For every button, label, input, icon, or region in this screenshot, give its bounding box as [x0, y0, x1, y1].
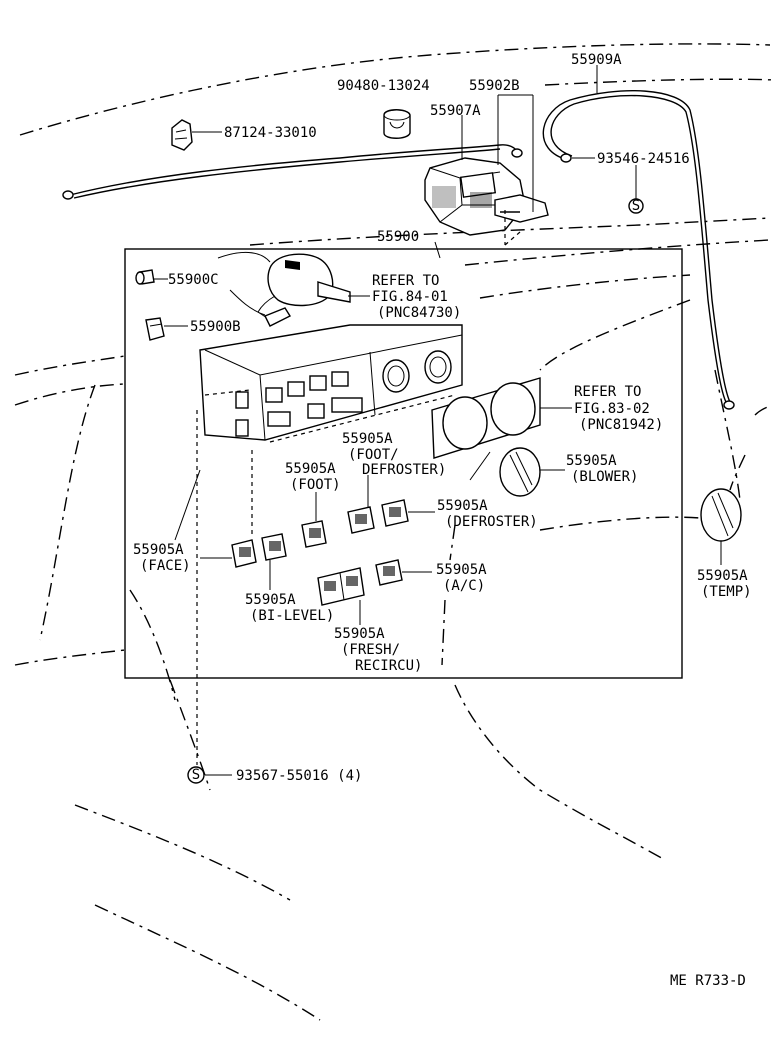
part-label-90480: 90480-13024 — [337, 78, 430, 94]
switch-name-label: (FACE) — [140, 558, 191, 574]
screw-icon — [187, 766, 205, 784]
refer-fig-label: FIG.84-01 — [372, 289, 448, 305]
control-panel-icon — [199, 324, 463, 441]
switch-name-label: (FRESH/ — [341, 642, 400, 658]
clip-icon — [171, 119, 193, 151]
part-label-55900C: 55900C — [168, 272, 219, 288]
switch-name-label: (A/C) — [443, 578, 485, 594]
switch-number-label: 55905A — [437, 498, 488, 514]
refer-to-label: REFER TO — [574, 384, 641, 400]
switch-number-label: 55905A — [342, 431, 393, 447]
switch-name-label: (TEMP) — [701, 584, 752, 600]
switch-defroster-icon — [381, 499, 409, 527]
temp-knob-icon — [700, 488, 742, 542]
switch-number-label: 55905A — [334, 626, 385, 642]
screw-marker-label: S — [632, 198, 640, 214]
temp-cable-icon — [542, 89, 735, 410]
switch-number-label: 55905A — [566, 453, 617, 469]
blower-unit-icon — [257, 253, 351, 327]
refer-fig-label: FIG.83-02 — [574, 401, 650, 417]
servo-motor-icon — [424, 157, 549, 236]
switch-foot-defroster-icon — [347, 506, 375, 534]
switch-name-label: (FOOT/ — [348, 447, 399, 463]
blower-knob-icon — [499, 447, 541, 497]
switch-name-label: DEFROSTER) — [362, 462, 446, 478]
gauge-plate-icon — [431, 377, 541, 459]
bulb-icon — [135, 269, 155, 285]
part-label-93567: 93567-55016 (4) — [236, 768, 362, 784]
grommet-icon — [383, 109, 411, 139]
part-label-93546: 93546-24516 — [597, 151, 690, 167]
switch-foot-icon — [301, 520, 327, 548]
screw-icon — [628, 198, 644, 214]
switch-number-label: 55905A — [436, 562, 487, 578]
part-label-87124: 87124-33010 — [224, 125, 317, 141]
part-label-55902B: 55902B — [469, 78, 520, 94]
switch-number-label: 55905A — [133, 542, 184, 558]
switch-name-label: (DEFROSTER) — [445, 514, 538, 530]
switch-fresh-recirc-icon — [317, 567, 365, 606]
part-label-55900B: 55900B — [190, 319, 241, 335]
refer-to-label: REFER TO — [372, 273, 439, 289]
screw-marker-label: S — [192, 767, 200, 783]
control-cable-icon — [62, 144, 523, 200]
switch-ac-icon — [375, 559, 403, 586]
part-label-55900: 55900 — [377, 229, 419, 245]
switch-number-label: 55905A — [245, 592, 296, 608]
switch-number-label: 55905A — [697, 568, 748, 584]
dashboard-outline — [14, 43, 776, 1021]
switch-name-label: (BI-LEVEL) — [250, 608, 334, 624]
switch-name-label: (BLOWER) — [571, 469, 638, 485]
part-label-55907A: 55907A — [430, 103, 481, 119]
switch-name-label: RECIRCU) — [355, 658, 422, 674]
refer-pnc-label: (PNC84730) — [377, 305, 461, 321]
part-label-55909A: 55909A — [571, 52, 622, 68]
switch-number-label: 55905A — [285, 461, 336, 477]
bulb-socket-icon — [145, 317, 165, 341]
switch-name-label: (FOOT) — [290, 477, 341, 493]
switch-bilevel-icon — [261, 533, 287, 561]
assembly-frame — [124, 248, 683, 679]
refer-pnc-label: (PNC81942) — [579, 417, 663, 433]
figure-code: ME R733-D — [670, 973, 746, 989]
switch-face-icon — [231, 539, 257, 568]
